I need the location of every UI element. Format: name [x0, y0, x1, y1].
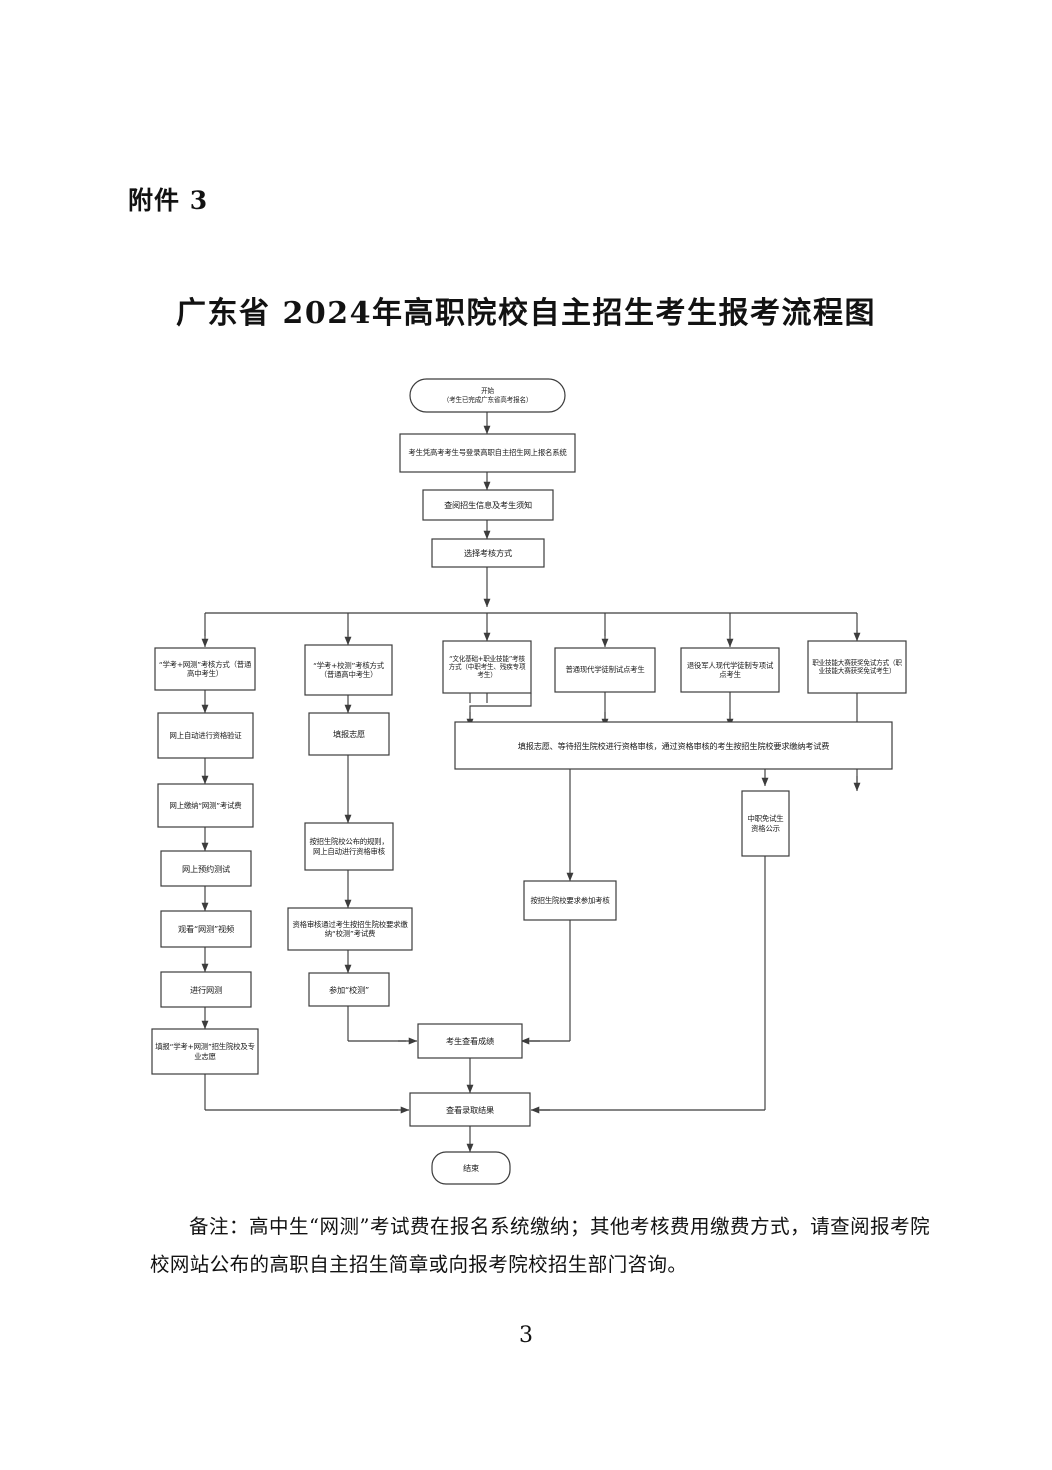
node-branch4-label: 普通现代学徒制试点考生: [565, 665, 645, 675]
node-branch6: 职业技能大赛获奖免试方式（职业技能大赛获奖免试考生）: [807, 640, 907, 694]
node-b3: 资格审核通过考生按招生院校要求缴纳“校测”考试费: [287, 907, 413, 951]
node-branch5-label: 退役军人现代学徒制专项试点考生: [686, 660, 774, 679]
node-a4-label: 观看“网测”视频: [177, 924, 234, 934]
node-choose-mode-label: 选择考核方式: [464, 548, 512, 558]
node-a3: 网上预约测试: [160, 850, 252, 887]
node-c2-label: 按招生院校要求参加考核: [530, 895, 610, 905]
node-end-label: 结束: [463, 1163, 479, 1173]
node-branch3-label: “文化基础+职业技能”考核方式（中职考生、残疾专项考生）: [448, 654, 526, 680]
node-start-line1: 开始: [481, 387, 494, 396]
node-a1: 网上自动进行资格验证: [157, 712, 254, 759]
page-number: 3: [519, 1323, 533, 1348]
branch-bus: [204, 612, 858, 636]
c1-outputs: [566, 769, 769, 882]
node-a1-label: 网上自动进行资格验证: [169, 730, 242, 740]
node-b3-label: 资格审核通过考生按招生院校要求缴纳“校测”考试费: [292, 919, 408, 938]
node-b4-label: 参加“校测”: [328, 984, 370, 995]
page-title: 广东省 2024年高职院校自主招生考生报考流程图: [176, 296, 876, 331]
node-b1: 填报志愿: [308, 712, 390, 756]
node-branch5: 退役军人现代学徒制专项试点考生: [680, 647, 780, 693]
node-branch4: 普通现代学徒制试点考生: [554, 647, 656, 693]
node-read-info: 查阅招生信息及考生须知: [422, 489, 554, 521]
merge-into-c1: [469, 692, 488, 703]
node-login: 考生凭高考考生号登录高职自主招生网上报名系统: [399, 433, 576, 473]
node-b2: 按招生院校公布的规则，网上自动进行资格审核: [304, 822, 394, 871]
node-login-label: 考生凭高考考生号登录高职自主招生网上报名系统: [408, 448, 567, 458]
node-end: 结束: [431, 1151, 511, 1185]
node-merge2-label: 查看录取结果: [446, 1104, 494, 1115]
node-merge2: 查看录取结果: [409, 1092, 531, 1127]
node-c1: 填报志愿、等待招生院校进行资格审核，通过资格审核的考生按招生院校要求缴纳考试费: [454, 721, 893, 770]
node-b2-label: 按招生院校公布的规则，网上自动进行资格审核: [309, 837, 389, 856]
node-read-info-label: 查阅招生信息及考生须知: [444, 500, 532, 510]
node-a6-label: 填报“学考+网测”招生院校及专业志愿: [155, 1042, 255, 1061]
node-b4: 参加“校测”: [308, 972, 390, 1007]
node-merge1-label: 考生查看成绩: [446, 1036, 494, 1046]
node-branch2-label: “学考+校测”考核方式（普通高中考生）: [313, 660, 384, 679]
node-branch1-label: “学考+网测”考核方式（普通高中考生）: [158, 659, 252, 678]
node-branch2: “学考+校测”考核方式（普通高中考生）: [304, 644, 393, 696]
footer-note: 备注：高中生“网测”考试费在报名系统缴纳；其他考核费用缴费方式，请查阅报考院校网…: [150, 1215, 930, 1277]
node-a2: 网上缴纳“网测”考试费: [157, 783, 254, 828]
node-start-line2: （考生已完成广东省高考报名）: [442, 395, 533, 404]
node-a4: 观看“网测”视频: [160, 910, 252, 948]
node-branch3: “文化基础+职业技能”考核方式（中职考生、残疾专项考生）: [442, 640, 532, 694]
node-a5: 进行网测: [160, 971, 252, 1008]
node-a6: 填报“学考+网测”招生院校及专业志愿: [151, 1028, 259, 1075]
node-a3-label: 网上预约测试: [182, 863, 230, 874]
node-a5-label: 进行网测: [190, 984, 222, 995]
node-branch1: “学考+网测”考核方式（普通高中考生）: [154, 647, 256, 691]
node-c2: 按招生院校要求参加考核: [523, 880, 617, 921]
node-choose-mode: 选择考核方式: [431, 538, 545, 568]
node-d1-label: 中职免试生资格公示: [747, 814, 784, 833]
node-branch6-label: 职业技能大赛获奖免试方式（职业技能大赛获奖免试考生）: [812, 658, 902, 675]
node-start: 开始 （考生已完成广东省高考报名）: [409, 378, 566, 413]
node-merge1: 考生查看成绩: [417, 1023, 523, 1059]
node-d1: 中职免试生资格公示: [741, 790, 790, 857]
attachment-label: 附件 3: [128, 186, 209, 215]
node-b1-label: 填报志愿: [333, 729, 365, 739]
node-c1-label: 填报志愿、等待招生院校进行资格审核，通过资格审核的考生按招生院校要求缴纳考试费: [517, 740, 830, 751]
node-a2-label: 网上缴纳“网测”考试费: [169, 800, 242, 810]
